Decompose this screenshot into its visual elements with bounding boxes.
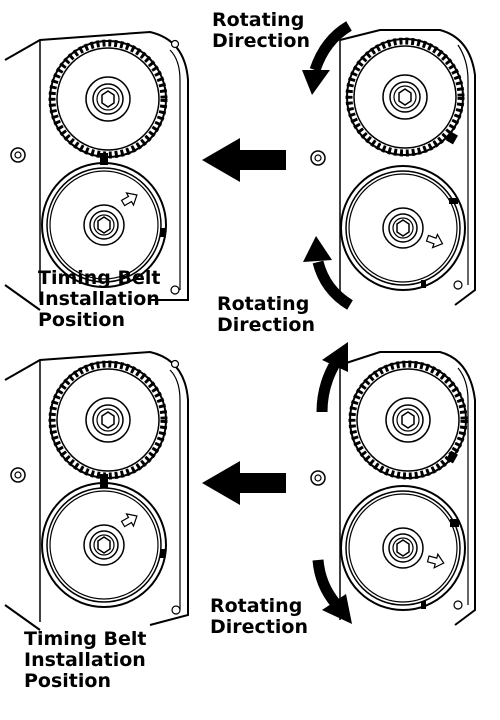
- left-arrow-icon: [202, 138, 286, 182]
- rotating-direction-label: Rotating Direction: [212, 9, 310, 52]
- timing-mark: [100, 153, 108, 165]
- timing-mark: [100, 474, 108, 488]
- timing-mark: [446, 131, 458, 145]
- bolt-icon: [310, 150, 326, 166]
- engine-top-left: [4, 30, 189, 311]
- timing-mark: [421, 601, 426, 609]
- timing-mark: [421, 280, 426, 288]
- rotating-direction-label: Rotating Direction: [210, 595, 308, 638]
- timing-mark: [160, 549, 165, 558]
- timing-belt-installation-label: Timing Belt Installation Position: [24, 628, 147, 692]
- timing-mark: [450, 519, 459, 527]
- rotation-arrow-icon: [312, 260, 353, 310]
- rotation-arrow-icon: [322, 594, 352, 624]
- engine-bottom-left: [4, 350, 189, 631]
- camshaft-gear: [50, 362, 166, 478]
- rotation-arrow-icon: [312, 559, 341, 608]
- rotation-arrow-icon: [302, 70, 330, 95]
- crankshaft-pulley: [41, 482, 167, 608]
- crankshaft-pulley: [340, 485, 466, 611]
- rotation-arrow-icon: [316, 359, 341, 413]
- timing-mark: [446, 450, 458, 464]
- bolt-icon: [310, 470, 326, 486]
- timing-mark: [160, 228, 165, 237]
- camshaft-gear: [50, 41, 166, 157]
- rotation-arrow-icon: [322, 342, 348, 372]
- bolt-icon: [10, 467, 26, 483]
- engine-bottom-right: [310, 342, 476, 626]
- left-arrow-icon: [202, 461, 286, 505]
- camshaft-gear: [347, 39, 463, 155]
- rotation-arrow-icon: [309, 21, 352, 72]
- rotating-direction-label: Rotating Direction: [217, 293, 315, 336]
- timing-belt-installation-label: Timing Belt Installation Position: [38, 267, 161, 331]
- engine-top-right: [302, 21, 476, 310]
- crankshaft-pulley: [340, 165, 466, 291]
- bolt-icon: [10, 147, 26, 163]
- timing-mark: [449, 198, 458, 204]
- rotation-arrow-icon: [303, 236, 332, 262]
